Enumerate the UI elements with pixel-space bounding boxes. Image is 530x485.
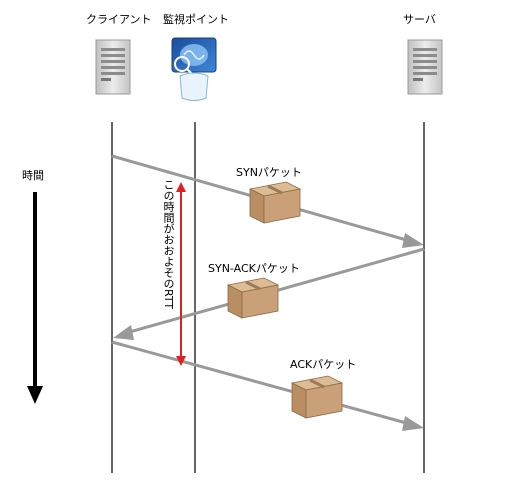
ack-arrow (111, 340, 424, 431)
syn-packet-box-icon (248, 181, 302, 224)
ack-packet-label: ACKパケット (290, 358, 357, 371)
rtt-label: この時間がおおよそのRTT (162, 179, 175, 310)
ack-packet-box-icon (290, 375, 344, 419)
server-tower-icon (407, 39, 443, 95)
time-arrow-icon (27, 192, 43, 404)
server-label: サーバ (403, 13, 436, 26)
syn-ack-packet-label: SYN-ACKパケット (208, 262, 300, 275)
time-label: 時間 (22, 169, 44, 182)
client-label: クライアント (86, 13, 152, 26)
syn-ack-packet-box-icon (226, 277, 280, 319)
rtt-arrow (176, 182, 186, 366)
monitor-label: 監視ポイント (163, 13, 229, 26)
syn-packet-label: SYNパケット (236, 166, 302, 179)
monitor-point-icon (171, 37, 217, 101)
client-server-tower-icon (95, 39, 131, 95)
